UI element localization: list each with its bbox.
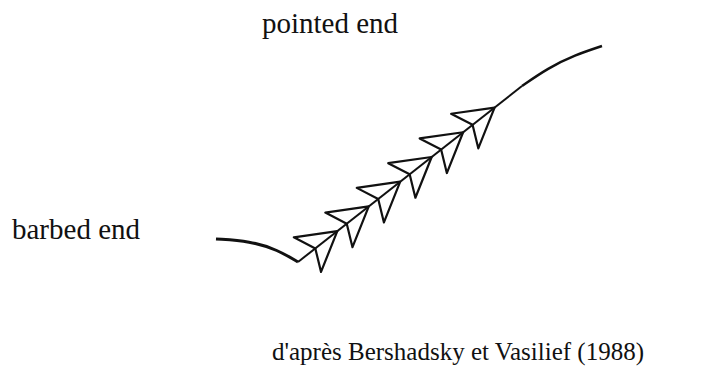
filament-tail: [216, 239, 298, 262]
end-label: pointed end: [262, 8, 398, 40]
filament-axis: [298, 86, 522, 262]
source-caption: d'après Bershadsky et Vasilief (1988): [272, 338, 644, 366]
end-label: barbed end: [12, 214, 140, 246]
filament-tail: [522, 46, 602, 86]
